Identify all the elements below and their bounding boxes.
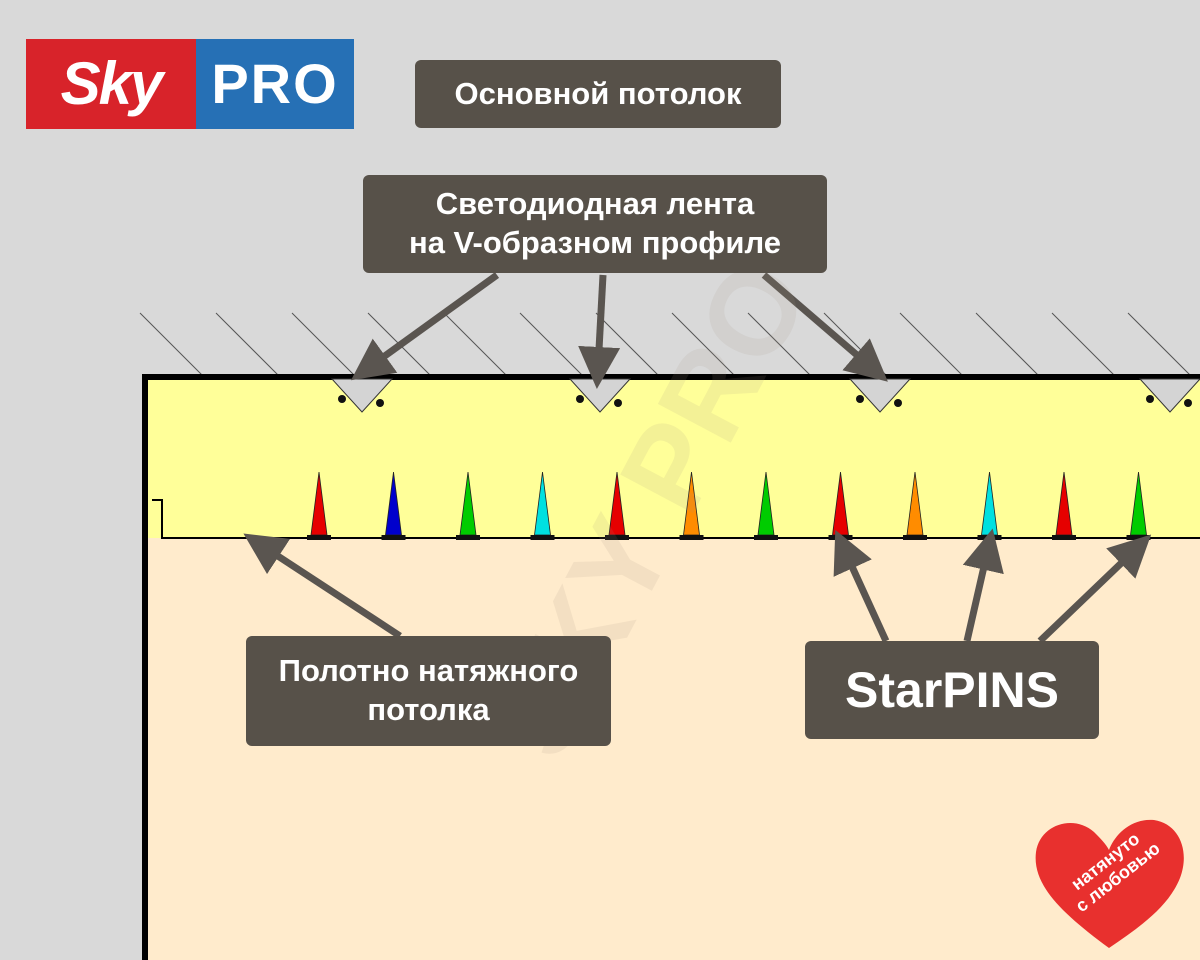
stretch-canvas-label-line1: Полотно натяжного bbox=[278, 653, 579, 689]
pointer-arrow bbox=[1037, 534, 1152, 644]
v-profile bbox=[1138, 378, 1200, 413]
hatch-line bbox=[975, 312, 1041, 378]
led-dot bbox=[856, 395, 864, 403]
hatch-line bbox=[747, 312, 813, 378]
starpin-base bbox=[1052, 535, 1076, 540]
starpin-base bbox=[754, 535, 778, 540]
pointer-arrow bbox=[243, 533, 402, 639]
hatch-line bbox=[443, 312, 509, 378]
stretch-canvas-label: Полотно натяжного потолка bbox=[246, 636, 611, 746]
v-profile-shape bbox=[1138, 378, 1200, 413]
pointer-arrow bbox=[761, 272, 888, 382]
ceiling-space bbox=[145, 377, 1200, 538]
starpins-label: StarPINS bbox=[805, 641, 1099, 739]
starpin bbox=[381, 471, 406, 540]
pointer-arrows bbox=[243, 272, 1152, 644]
hatch-line bbox=[823, 312, 889, 378]
starpin bbox=[679, 471, 704, 540]
heart-badge-icon bbox=[1035, 819, 1184, 948]
starpin-base bbox=[456, 535, 480, 540]
pointer-arrow bbox=[833, 529, 890, 643]
led-dot bbox=[1146, 395, 1154, 403]
pointer-arrow bbox=[578, 274, 621, 389]
starpin-base bbox=[1126, 535, 1151, 540]
starpin-base bbox=[605, 535, 629, 540]
led-strip-label-line2: на V-образном профиле bbox=[408, 225, 781, 260]
led-dot bbox=[338, 395, 346, 403]
skypro-logo: Sky PRO bbox=[26, 39, 354, 129]
led-dot bbox=[614, 399, 622, 407]
main-ceiling-label: Основной потолок bbox=[415, 60, 781, 128]
main-ceiling-label-text: Основной потолок bbox=[454, 75, 742, 111]
starpin-base bbox=[679, 535, 704, 540]
led-dot bbox=[576, 395, 584, 403]
logo-sky-text: Sky bbox=[26, 39, 196, 129]
starpin bbox=[530, 471, 555, 540]
hatch-line bbox=[595, 312, 661, 378]
starpin-base bbox=[977, 535, 1002, 540]
hatch-line bbox=[1127, 312, 1193, 378]
hatch-line bbox=[139, 312, 205, 378]
room-area bbox=[145, 538, 1200, 960]
led-dot bbox=[894, 399, 902, 407]
hatch-line bbox=[1051, 312, 1117, 378]
hatch-line bbox=[899, 312, 965, 378]
starpin-base bbox=[530, 535, 555, 540]
led-dot bbox=[376, 399, 384, 407]
starpin-base bbox=[307, 535, 331, 540]
ceiling-hatching bbox=[139, 312, 1193, 378]
hatch-line bbox=[519, 312, 585, 378]
starpin bbox=[903, 471, 927, 540]
starpin bbox=[605, 471, 629, 540]
hatch-line bbox=[215, 312, 281, 378]
logo-pro-text: PRO bbox=[196, 39, 354, 129]
hatch-line bbox=[671, 312, 737, 378]
starpin-base bbox=[903, 535, 927, 540]
led-strip-label-line1: Светодиодная лента bbox=[435, 186, 755, 222]
hatch-line bbox=[291, 312, 357, 378]
pointer-arrow bbox=[962, 528, 1004, 642]
starpin bbox=[754, 471, 778, 540]
pointer-arrow bbox=[350, 272, 500, 381]
led-strip-label: Светодиодная лента на V-образном профиле bbox=[363, 175, 827, 273]
starpin bbox=[1052, 471, 1076, 540]
starpin bbox=[307, 471, 331, 540]
led-dot bbox=[1184, 399, 1192, 407]
starpin-base bbox=[381, 535, 406, 540]
starpin-base bbox=[828, 535, 853, 540]
starpins-label-text: StarPINS bbox=[845, 661, 1059, 718]
v-profile bbox=[330, 378, 394, 413]
starpin bbox=[456, 471, 480, 540]
stretch-canvas-label-line2: потолка bbox=[367, 692, 490, 727]
